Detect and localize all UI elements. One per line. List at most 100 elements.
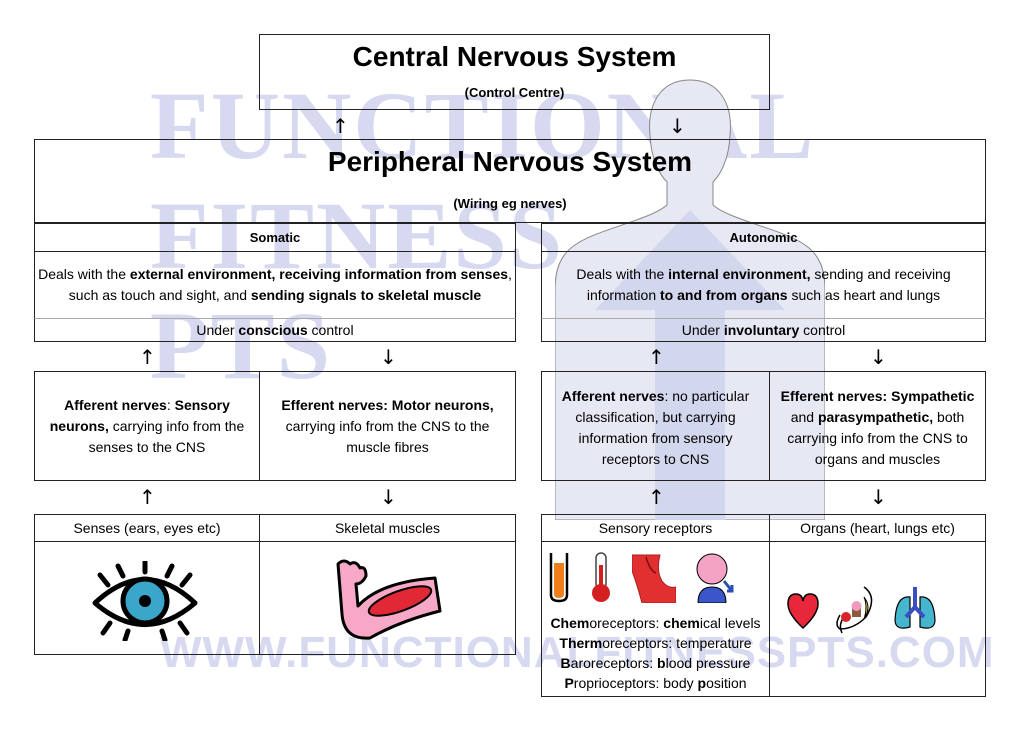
arrow-up-somatic-afferent-icon: ↑ (139, 345, 156, 369)
rich-text: Efferent nerves: Sympathetic and parasym… (778, 386, 977, 470)
sensory-receptors-label: Sensory receptors (541, 514, 770, 542)
receptors-picture-cell: Chemoreceptors: chemical levels Thermore… (541, 541, 770, 697)
text-run: oreceptors: temperature (602, 635, 752, 651)
text-run: oreceptors: (589, 615, 664, 631)
bold-text-run: B (560, 655, 571, 671)
test-tube-icon (549, 553, 569, 603)
bold-text-run: P (564, 675, 574, 691)
text-run: both carrying info from the CNS to organ… (787, 409, 968, 467)
watermark-pts: PTS (150, 292, 333, 399)
rich-text: Efferent nerves: Motor neurons, carrying… (268, 395, 507, 458)
arrow-down-muscles-icon: ↓ (380, 485, 397, 509)
autonomic-afferent-cell: Afferent nerves: no particular classific… (541, 371, 770, 481)
rich-text: Baroreceptors: blood pressure (561, 655, 751, 671)
rich-text: Under conscious control (196, 322, 353, 338)
text-run: , such as touch and sight, and (68, 266, 512, 303)
person-smelling-icon (696, 553, 734, 603)
text-run: control (799, 322, 846, 338)
bold-text-run: b (657, 655, 666, 671)
rich-text: Proprioceptors: body position (564, 675, 746, 691)
organ-icons (786, 585, 938, 637)
receptor-icons (548, 551, 734, 603)
bold-text-run: Efferent nerves: Sympathetic (780, 388, 975, 404)
text-run: sending and receiving information (586, 266, 951, 303)
autonomic-description: Deals with the internal environment, sen… (541, 252, 986, 318)
arrow-down-organs-icon: ↓ (870, 485, 887, 509)
bold-text-run: internal environment, (668, 266, 811, 282)
rich-text: Under involuntary control (682, 322, 845, 338)
watermark-url: www.FunctionalFitnessPTS.com (160, 628, 995, 677)
autonomic-control: Under involuntary control (541, 318, 986, 342)
heart-icon (787, 593, 819, 630)
arrow-up-receptors-icon: ↑ (648, 485, 665, 509)
muscles-picture-cell (259, 541, 516, 655)
bold-text-run: sending signals to skeletal muscle (250, 287, 482, 303)
rich-text: Thermoreceptors: temperature (559, 635, 751, 651)
text-run: control (307, 322, 354, 338)
bold-text-run: involuntary (723, 322, 800, 338)
blood-vessel-icon (632, 554, 676, 603)
text-run: Under (681, 322, 724, 338)
bold-text-run: external environment, receiving informat… (129, 266, 509, 282)
arrow-up-senses-icon: ↑ (139, 485, 156, 509)
somatic-description: Deals with the external environment, rec… (34, 252, 516, 318)
receptor-chemo: Chemoreceptors: chemical levels (542, 613, 769, 633)
autonomic-header: Autonomic (541, 223, 986, 252)
text-run: osition (706, 675, 747, 691)
senses-label: Senses (ears, eyes etc) (34, 514, 260, 542)
rich-text: Deals with the internal environment, sen… (542, 264, 985, 306)
organs-picture-cell (769, 541, 986, 697)
pns-box: Peripheral Nervous System (Wiring eg ner… (34, 139, 986, 223)
receptor-baro: Baroreceptors: blood pressure (542, 653, 769, 673)
somatic-header: Somatic (34, 223, 516, 252)
digestive-system-icon (836, 586, 873, 634)
bold-text-run: Afferent nerves (561, 388, 665, 404)
receptor-proprio: Proprioceptors: body position (542, 673, 769, 693)
human-body-silhouette-icon (555, 79, 825, 520)
rich-text: Afferent nerves: no particular classific… (550, 386, 761, 470)
flexed-arm-muscle-icon (336, 559, 442, 640)
cns-box: Central Nervous System (Control Centre) (259, 34, 770, 110)
autonomic-efferent-cell: Efferent nerves: Sympathetic and parasym… (769, 371, 986, 481)
skeletal-muscles-label: Skeletal muscles (259, 514, 516, 542)
arrow-up-autonomic-afferent-icon: ↑ (648, 345, 665, 369)
text-run: Deals with the (38, 266, 130, 282)
text-run: : no particular classification, but carr… (575, 388, 750, 467)
arrow-down-somatic-efferent-icon: ↓ (380, 345, 397, 369)
bold-text-run: Sensory neurons, (49, 396, 230, 434)
bold-text-run: to and from organs (660, 287, 788, 303)
eye-icon (92, 561, 198, 641)
bold-text-run: Afferent nerves (64, 396, 167, 413)
text-run: lood pressure (665, 655, 751, 671)
text-run: and (790, 409, 818, 425)
pns-title: Peripheral Nervous System (327, 146, 693, 177)
thermometer-icon (592, 552, 610, 602)
text-run: roprioceptors: body (573, 675, 698, 691)
bold-text-run: p (697, 675, 707, 691)
text-run: aroreceptors: (570, 655, 658, 671)
bold-text-run: Chem (550, 615, 590, 631)
text-run: such as heart and lungs (787, 287, 941, 303)
somatic-efferent-cell: Efferent nerves: Motor neurons, carrying… (259, 371, 516, 481)
somatic-control: Under conscious control (34, 318, 516, 342)
bold-text-run: chem (663, 615, 700, 631)
bold-text-run: parasympathetic, (817, 409, 934, 425)
text-run: carrying info from the CNS to the muscle… (285, 417, 490, 455)
rich-text: Deals with the external environment, rec… (35, 264, 515, 306)
senses-picture-cell (34, 541, 260, 655)
rich-text: Afferent nerves: Sensory neurons, carryi… (43, 395, 251, 458)
organs-label: Organs (heart, lungs etc) (769, 514, 986, 542)
bold-text-run: Efferent nerves: Motor neurons, (281, 396, 494, 413)
arrow-down-from-cns-icon: ↓ (669, 114, 686, 138)
text-run: Deals with the (576, 266, 669, 282)
cns-title: Central Nervous System (352, 41, 677, 72)
text-run: ical levels (699, 615, 761, 631)
rich-text: Chemoreceptors: chemical levels (550, 615, 760, 631)
receptor-list: Chemoreceptors: chemical levels Thermore… (542, 613, 769, 693)
receptor-thermo: Thermoreceptors: temperature (542, 633, 769, 653)
somatic-afferent-cell: Afferent nerves: Sensory neurons, carryi… (34, 371, 260, 481)
arrow-up-to-cns-icon: ↑ (332, 114, 349, 138)
cns-subtitle: (Control Centre) (464, 85, 565, 100)
arrow-down-autonomic-efferent-icon: ↓ (870, 345, 887, 369)
bold-text-run: Therm (559, 635, 603, 651)
